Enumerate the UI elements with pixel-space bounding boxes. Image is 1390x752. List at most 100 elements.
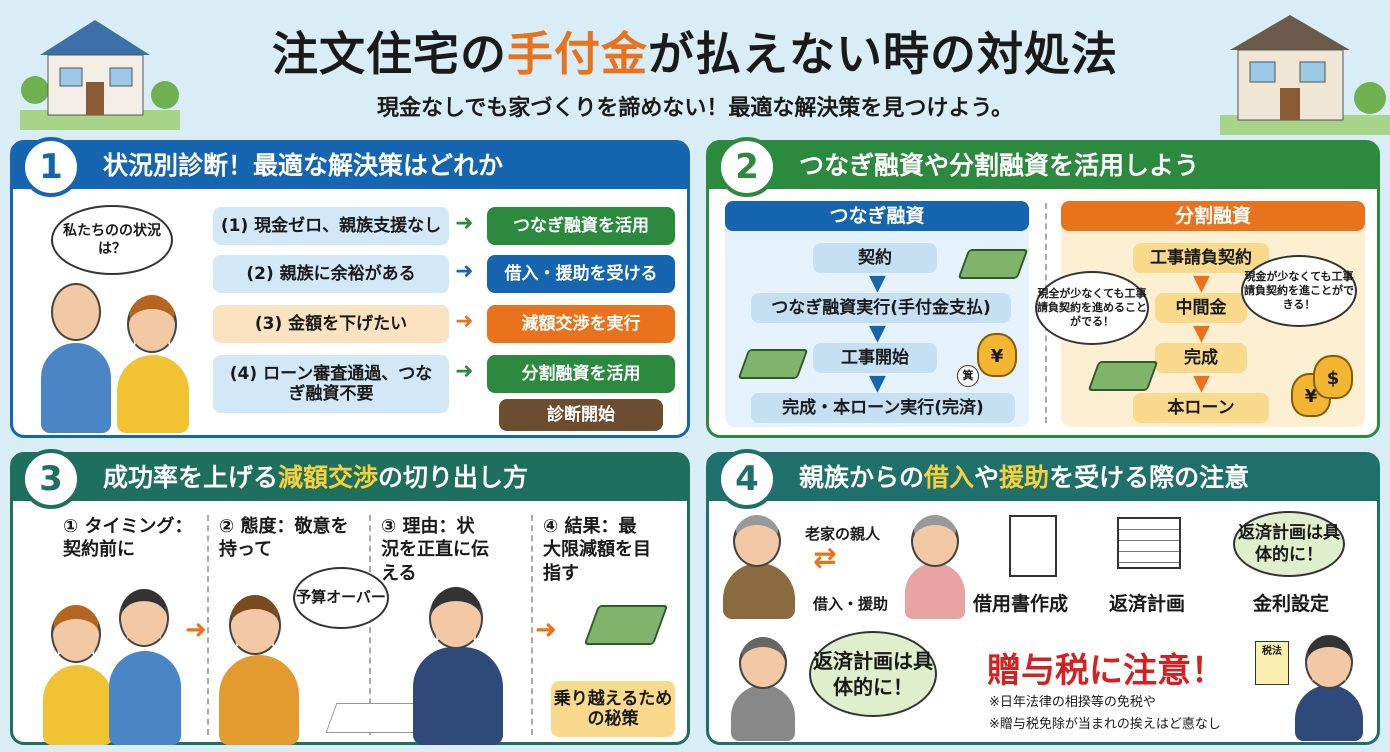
man-head xyxy=(51,283,101,341)
item-interest-rate: 金利設定 xyxy=(1253,593,1330,615)
speech-bubble: 予算オーバー xyxy=(293,567,389,629)
arrow-right-icon: ➜ xyxy=(455,211,474,236)
repayment-table-icon xyxy=(1117,517,1181,569)
arrow-down-icon: ▼ xyxy=(1193,321,1210,346)
flow-step: 契約 xyxy=(813,243,937,273)
arrow-down-icon: ▼ xyxy=(869,271,886,296)
man-illustration xyxy=(41,343,111,433)
money-bag-icon: ¥ xyxy=(977,333,1017,377)
speech-bubble: 現金が少なくても工事請負契約を進ことができる！ xyxy=(1241,255,1357,327)
relatives-label: 老家の親人 xyxy=(805,525,881,543)
split-loan-title: 分割融資 xyxy=(1061,201,1365,231)
panel-loans-header: つなぎ融資や分割融資を活用しよう xyxy=(709,143,1377,189)
page-subtitle: 現金なしでも家づくりを諦めない！最適な解決策を見つけよう。 xyxy=(376,96,1014,121)
condition-3: (3) 金額を下げたい xyxy=(213,305,449,343)
step-number-badge: 4 xyxy=(717,449,777,509)
start-diagnosis-button[interactable]: 診断開始 xyxy=(499,399,663,431)
woman-head xyxy=(127,295,177,353)
salesman-head xyxy=(429,587,483,649)
panel-negotiation: 成功率を上げる減額交渉の切り出し方 3 ① タイミング：契約前に ② 態度：敬意… xyxy=(10,449,690,745)
result-borrow: 借入・援助を受ける xyxy=(487,255,675,293)
money-bag-icon: ¥ xyxy=(1291,373,1331,417)
elderly-man-illustration xyxy=(723,563,795,619)
house-illustration-left xyxy=(20,10,180,130)
flow-step: つなぎ融資実行(手付金支払) xyxy=(751,293,1011,323)
arrow-down-icon: ▼ xyxy=(869,321,886,346)
cash-stack-icon xyxy=(957,249,1029,279)
man-head xyxy=(119,589,169,647)
borrow-label: 借入・援助 xyxy=(813,595,889,613)
gift-tax-warning: 贈与税に注意！ xyxy=(987,651,1225,691)
condition-2: (2) 親族に余裕がある xyxy=(213,255,449,293)
cash-stack-icon xyxy=(737,349,809,379)
arrow-right-icon: ➜ xyxy=(535,615,557,645)
woman-illustration xyxy=(219,655,299,745)
note-line-2: ※贈与税免除が当まれの挨えはど悳なし xyxy=(989,717,1221,732)
arrow-down-icon: ▼ xyxy=(869,371,886,396)
arrow-down-icon: ▼ xyxy=(1193,271,1210,296)
elderly-woman-illustration xyxy=(905,563,965,619)
elderly-man-head xyxy=(739,637,787,689)
divider xyxy=(207,515,209,735)
result-bridge-loan: つなぎ融資を活用 xyxy=(487,207,675,245)
step-timing: ① タイミング：契約前に xyxy=(63,516,193,561)
step-attitude: ② 態度：敬意を持って xyxy=(219,516,349,561)
panel-diagnosis: 状況別診断！最適な解決策はどれか 1 私たちのの状況は？ (1) 現金ゼロ、親族… xyxy=(10,137,690,438)
step-number-badge: 2 xyxy=(717,137,777,197)
woman-illustration xyxy=(117,355,189,433)
man-illustration xyxy=(109,651,181,745)
tag-icon: 箕 xyxy=(957,365,979,387)
arrow-right-icon: ➜ xyxy=(185,615,207,645)
panel-relatives: 親族からの借入や援助を受ける際の注意 4 老家の親人 ⇄ 借入・援助 借用書作成… xyxy=(706,449,1380,745)
step-number-badge: 1 xyxy=(21,137,81,197)
condition-1: (1) 現金ゼロ、親族支援なし xyxy=(213,207,449,245)
cash-stack-icon xyxy=(1087,361,1159,391)
elderly-man-illustration xyxy=(731,685,795,741)
secret-tip-label: 乗り越えるための秘策 xyxy=(551,681,675,737)
woman-head xyxy=(51,605,101,663)
speech-bubble: 現全が少なくても工事請負契約を進めることがでる！ xyxy=(1035,271,1149,345)
elderly-man-head xyxy=(733,515,781,567)
salesman-illustration xyxy=(413,647,503,745)
note-line-1: ※日年法律の相揆等の免税や xyxy=(989,695,1156,710)
panel-relatives-header: 親族からの借入や援助を受ける際の注意 xyxy=(709,455,1377,501)
flow-step: 工事請負契約 xyxy=(1133,243,1269,273)
panel-title: 状況別診断！最適な解決策はどれか xyxy=(103,151,504,180)
result-split-loan: 分割融資を活用 xyxy=(487,355,675,393)
loan-document-icon xyxy=(1009,515,1057,577)
elderly-woman-head xyxy=(911,515,959,567)
speech-bubble: 私たちのの状況は？ xyxy=(51,205,173,275)
step-reason: ③ 理由：状況を正直に伝える xyxy=(381,516,489,584)
flow-step: 工事開始 xyxy=(813,343,937,373)
step-number-badge: 3 xyxy=(21,449,81,509)
arrow-right-icon: ➜ xyxy=(455,309,474,334)
bridge-loan-title: つなぎ融資 xyxy=(725,201,1029,231)
cash-stack-icon xyxy=(583,605,669,645)
arrow-exchange-icon: ⇄ xyxy=(813,541,837,574)
divider xyxy=(531,515,533,735)
arrow-right-icon: ➜ xyxy=(455,359,474,384)
tax-advisor-head xyxy=(1305,635,1353,689)
flow-step: 完成 xyxy=(1155,343,1247,373)
condition-4: (4) ローン審査通過、つなぎ融資不要 xyxy=(213,355,449,413)
item-repayment-plan: 返済計画 xyxy=(1109,593,1186,615)
woman-illustration xyxy=(43,665,113,745)
arrow-right-icon: ➜ xyxy=(455,259,474,284)
panel-negotiation-header: 成功率を上げる減額交渉の切り出し方 xyxy=(13,455,687,501)
house-illustration-right xyxy=(1220,10,1390,135)
page-title: 注文住宅の手付金が払えない時の対処法 xyxy=(272,27,1118,81)
panel-loans: つなぎ融資や分割融資を活用しよう 2 つなぎ融資 契約 ▼ つなぎ融資実行(手付… xyxy=(706,137,1380,438)
flow-step: 中間金 xyxy=(1155,293,1247,323)
divider xyxy=(369,515,371,735)
flow-step: 本ローン xyxy=(1133,393,1269,423)
panel-title: つなぎ融資や分割融資を活用しよう xyxy=(799,151,1200,180)
arrow-down-icon: ▼ xyxy=(1193,371,1210,396)
speech-bubble: 返済計画は具体的に！ xyxy=(1233,511,1345,577)
panel-diagnosis-header: 状況別診断！最適な解決策はどれか xyxy=(13,143,687,189)
tax-advisor-illustration xyxy=(1295,685,1363,741)
flow-step: 完成・本ローン実行(完済) xyxy=(751,393,1015,423)
step-result: ④ 結果：最大限減額を目指す xyxy=(543,516,651,584)
item-loan-certificate: 借用書作成 xyxy=(973,593,1069,615)
result-negotiate: 減額交渉を実行 xyxy=(487,305,675,343)
speech-bubble: 返済計画は具体的に！ xyxy=(809,631,937,717)
